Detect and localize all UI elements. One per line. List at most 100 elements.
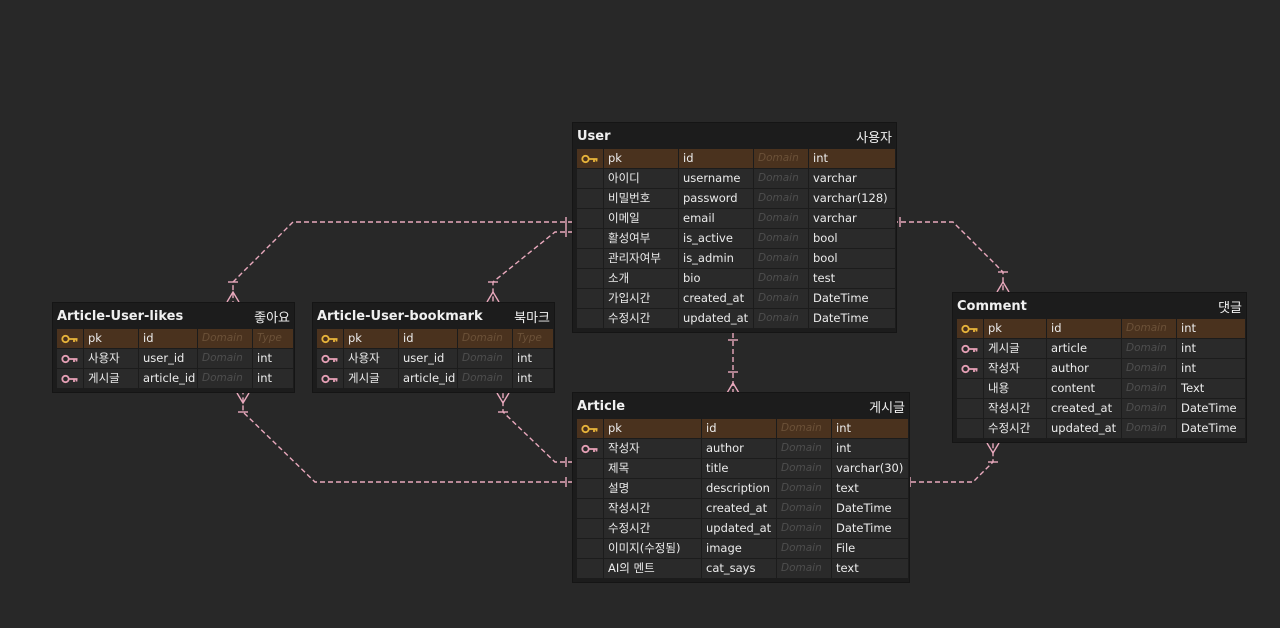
logical-name-cell[interactable]: 작성시간 — [604, 499, 701, 518]
column-name-cell[interactable]: username — [679, 169, 753, 188]
data-type-cell[interactable]: int — [513, 369, 553, 388]
logical-name-cell[interactable]: pk — [344, 329, 398, 348]
relationship-article-bookmark[interactable] — [496, 392, 573, 467]
column-name-cell[interactable]: updated_at — [1047, 419, 1121, 438]
data-type-cell[interactable]: DateTime — [832, 499, 908, 518]
logical-name-cell[interactable]: 사용자 — [344, 349, 398, 368]
column-name-cell[interactable]: id — [1047, 319, 1121, 338]
domain-cell[interactable]: Domain — [1122, 359, 1176, 378]
column-name-cell[interactable]: author — [1047, 359, 1121, 378]
domain-cell[interactable]: Domain — [754, 209, 808, 228]
data-type-cell[interactable]: varchar — [809, 169, 895, 188]
domain-cell[interactable]: Domain — [458, 369, 512, 388]
domain-cell[interactable]: Domain — [754, 249, 808, 268]
logical-name-cell[interactable]: 게시글 — [84, 369, 138, 388]
data-type-cell[interactable]: varchar(30) — [832, 459, 908, 478]
column-name-cell[interactable]: user_id — [399, 349, 457, 368]
domain-cell[interactable]: Domain — [754, 269, 808, 288]
domain-cell[interactable]: Domain — [777, 539, 831, 558]
data-type-cell[interactable]: int — [253, 369, 293, 388]
data-type-cell[interactable]: bool — [809, 229, 895, 248]
logical-name-cell[interactable]: 설명 — [604, 479, 701, 498]
column-name-cell[interactable]: email — [679, 209, 753, 228]
data-type-cell[interactable]: int — [832, 419, 908, 438]
data-type-cell[interactable]: int — [832, 439, 908, 458]
column-name-cell[interactable]: bio — [679, 269, 753, 288]
data-type-cell[interactable]: Type — [253, 329, 293, 348]
logical-name-cell[interactable]: 작성시간 — [984, 399, 1046, 418]
logical-name-cell[interactable]: 비밀번호 — [604, 189, 678, 208]
logical-name-cell[interactable]: 가입시간 — [604, 289, 678, 308]
logical-name-cell[interactable]: 관리자여부 — [604, 249, 678, 268]
logical-name-cell[interactable]: pk — [84, 329, 138, 348]
domain-cell[interactable]: Domain — [1122, 319, 1176, 338]
logical-name-cell[interactable]: AI의 멘트 — [604, 559, 701, 578]
domain-cell[interactable]: Domain — [1122, 399, 1176, 418]
domain-cell[interactable]: Domain — [458, 329, 512, 348]
domain-cell[interactable]: Domain — [777, 419, 831, 438]
column-name-cell[interactable]: author — [702, 439, 776, 458]
column-name-cell[interactable]: id — [399, 329, 457, 348]
logical-name-cell[interactable]: 제목 — [604, 459, 701, 478]
data-type-cell[interactable]: DateTime — [1177, 399, 1245, 418]
data-type-cell[interactable]: Type — [513, 329, 553, 348]
column-name-cell[interactable]: created_at — [1047, 399, 1121, 418]
logical-name-cell[interactable]: 이미지(수정됨) — [604, 539, 701, 558]
domain-cell[interactable]: Domain — [777, 439, 831, 458]
domain-cell[interactable]: Domain — [777, 499, 831, 518]
domain-cell[interactable]: Domain — [198, 369, 252, 388]
data-type-cell[interactable]: DateTime — [809, 289, 895, 308]
logical-name-cell[interactable]: 아이디 — [604, 169, 678, 188]
column-name-cell[interactable]: updated_at — [679, 309, 753, 328]
domain-cell[interactable]: Domain — [198, 329, 252, 348]
data-type-cell[interactable]: int — [1177, 359, 1245, 378]
domain-cell[interactable]: Domain — [777, 519, 831, 538]
relationship-article-comment[interactable] — [903, 442, 1000, 487]
column-name-cell[interactable]: id — [679, 149, 753, 168]
domain-cell[interactable]: Domain — [754, 189, 808, 208]
column-name-cell[interactable]: user_id — [139, 349, 197, 368]
column-name-cell[interactable]: title — [702, 459, 776, 478]
domain-cell[interactable]: Domain — [458, 349, 512, 368]
data-type-cell[interactable]: bool — [809, 249, 895, 268]
column-name-cell[interactable]: created_at — [679, 289, 753, 308]
data-type-cell[interactable]: int — [809, 149, 895, 168]
logical-name-cell[interactable]: 수정시간 — [604, 309, 678, 328]
domain-cell[interactable]: Domain — [1122, 419, 1176, 438]
logical-name-cell[interactable]: 작성자 — [984, 359, 1046, 378]
data-type-cell[interactable]: int — [1177, 319, 1245, 338]
data-type-cell[interactable]: test — [809, 269, 895, 288]
column-name-cell[interactable]: updated_at — [702, 519, 776, 538]
column-name-cell[interactable]: article_id — [139, 369, 197, 388]
column-name-cell[interactable]: cat_says — [702, 559, 776, 578]
logical-name-cell[interactable]: pk — [604, 419, 701, 438]
data-type-cell[interactable]: Text — [1177, 379, 1245, 398]
logical-name-cell[interactable]: 내용 — [984, 379, 1046, 398]
